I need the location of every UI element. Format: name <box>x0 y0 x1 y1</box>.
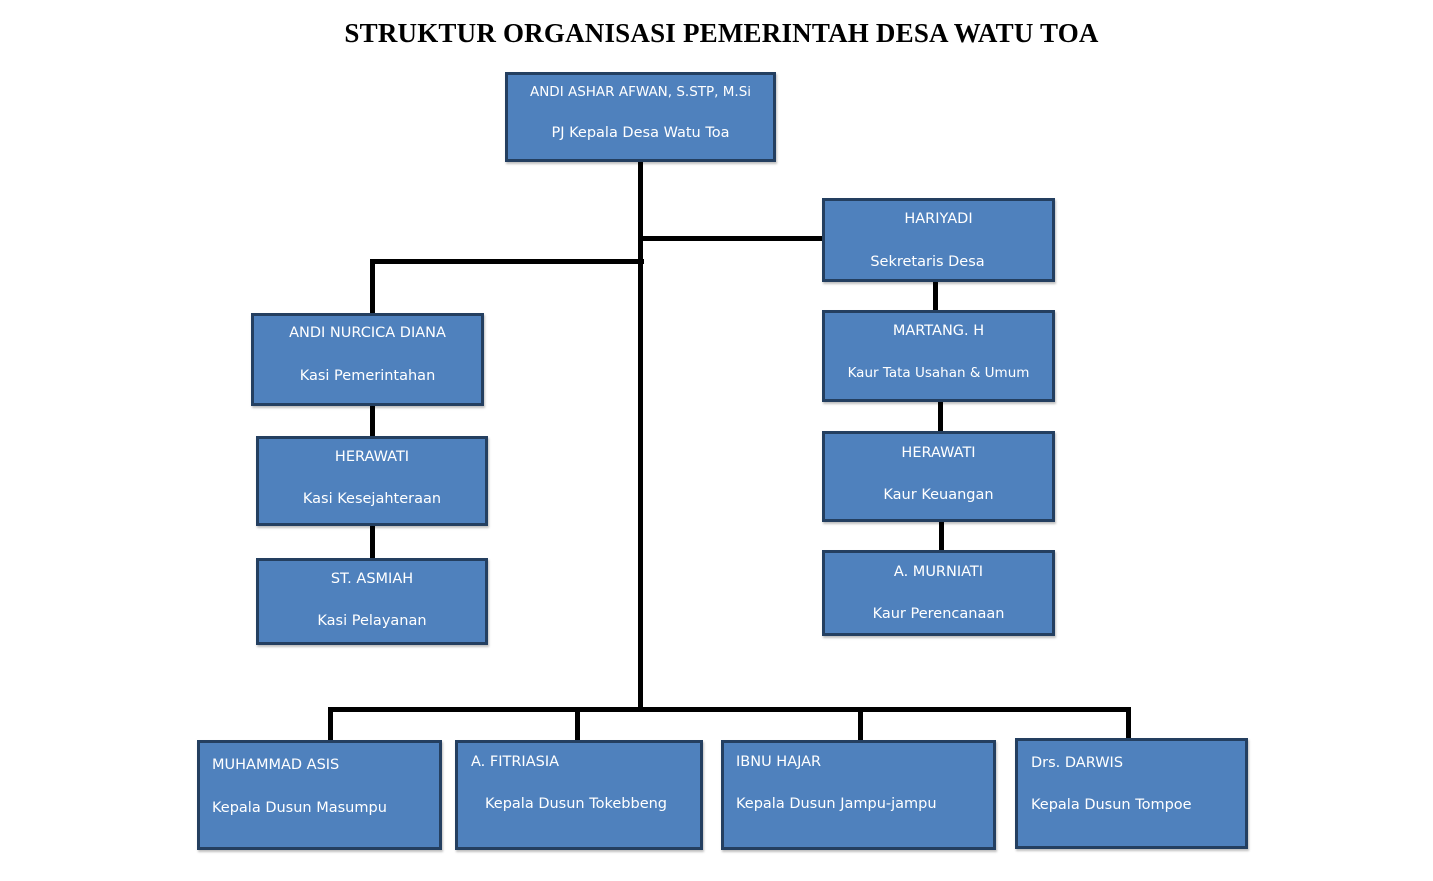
node-kasi-kesejahteraan: HERAWATI Kasi Kesejahteraan <box>256 436 488 526</box>
node-name: HERAWATI <box>334 449 410 465</box>
node-role: Kepala Dusun Jampu-jampu <box>736 796 937 812</box>
node-role: Kaur Keuangan <box>883 487 994 503</box>
node-name: IBNU HAJAR <box>736 754 822 770</box>
node-role: Kaur Perencanaan <box>872 606 1005 622</box>
node-name: A. FITRIASIA <box>471 754 560 770</box>
node-kaur-keuangan: HERAWATI Kaur Keuangan <box>822 431 1055 522</box>
connector-head-trunk <box>638 160 643 710</box>
connector-kaur-1-2 <box>938 400 943 433</box>
node-kasi-pemerintahan: ANDI NURCICA DIANA Kasi Pemerintahan <box>251 313 484 406</box>
connector-dusun-2 <box>575 707 580 742</box>
node-kepala-desa: ANDI ASHAR AFWAN, S.STP, M.Si PJ Kepala … <box>505 72 776 162</box>
connector-kasi-2-3 <box>370 524 375 560</box>
node-name: A. MURNIATI <box>893 564 984 580</box>
connector-secretary-kaur1 <box>933 281 938 312</box>
node-name: HARIYADI <box>904 211 973 227</box>
node-name: MARTANG. H <box>892 323 985 339</box>
node-kaur-perencanaan: A. MURNIATI Kaur Perencanaan <box>822 550 1055 636</box>
node-kasi-pelayanan: ST. ASMIAH Kasi Pelayanan <box>256 558 488 645</box>
node-role: Kasi Pelayanan <box>317 613 427 629</box>
node-role: Sekretaris Desa <box>870 254 985 270</box>
connector-kasi-drop <box>370 259 375 316</box>
connector-dusun-1 <box>328 707 333 742</box>
node-role: PJ Kepala Desa Watu Toa <box>551 125 730 141</box>
node-name: HERAWATI <box>901 445 976 461</box>
connector-dusun-bar <box>328 707 1131 712</box>
node-dusun-tompoe: Drs. DARWIS Kepala Dusun Tompoe <box>1015 738 1248 849</box>
node-name: ANDI ASHAR AFWAN, S.STP, M.Si <box>529 84 752 100</box>
node-name: ST. ASMIAH <box>330 571 414 587</box>
node-kaur-tata-usaha: MARTANG. H Kaur Tata Usahan & Umum <box>822 310 1055 402</box>
connector-dusun-4 <box>1126 707 1131 740</box>
node-name: Drs. DARWIS <box>1031 755 1124 771</box>
node-role: Kasi Pemerintahan <box>299 368 436 384</box>
node-role: Kasi Kesejahteraan <box>302 491 442 507</box>
node-name: MUHAMMAD ASIS <box>212 757 340 773</box>
connector-dusun-3 <box>858 707 863 742</box>
node-dusun-tokebbeng: A. FITRIASIA Kepala Dusun Tokebbeng <box>455 740 703 850</box>
node-role: Kepala Dusun Tompoe <box>1031 797 1192 813</box>
node-sekretaris-desa: HARIYADI Sekretaris Desa <box>822 198 1055 282</box>
connector-kasi-branch <box>370 259 644 264</box>
node-name: ANDI NURCICA DIANA <box>289 325 446 341</box>
connector-secretary-branch <box>640 236 826 241</box>
node-role: Kepala Dusun Tokebbeng <box>485 796 668 812</box>
connector-kaur-2-3 <box>939 520 944 552</box>
node-dusun-jampu-jampu: IBNU HAJAR Kepala Dusun Jampu-jampu <box>721 740 996 850</box>
connector-kasi-1-2 <box>370 404 375 438</box>
chart-title: STRUKTUR ORGANISASI PEMERINTAH DESA WATU… <box>344 18 1099 48</box>
node-role: Kaur Tata Usahan & Umum <box>847 365 1030 381</box>
node-role: Kepala Dusun Masumpu <box>212 800 387 816</box>
node-dusun-masumpu: MUHAMMAD ASIS Kepala Dusun Masumpu <box>197 740 442 850</box>
